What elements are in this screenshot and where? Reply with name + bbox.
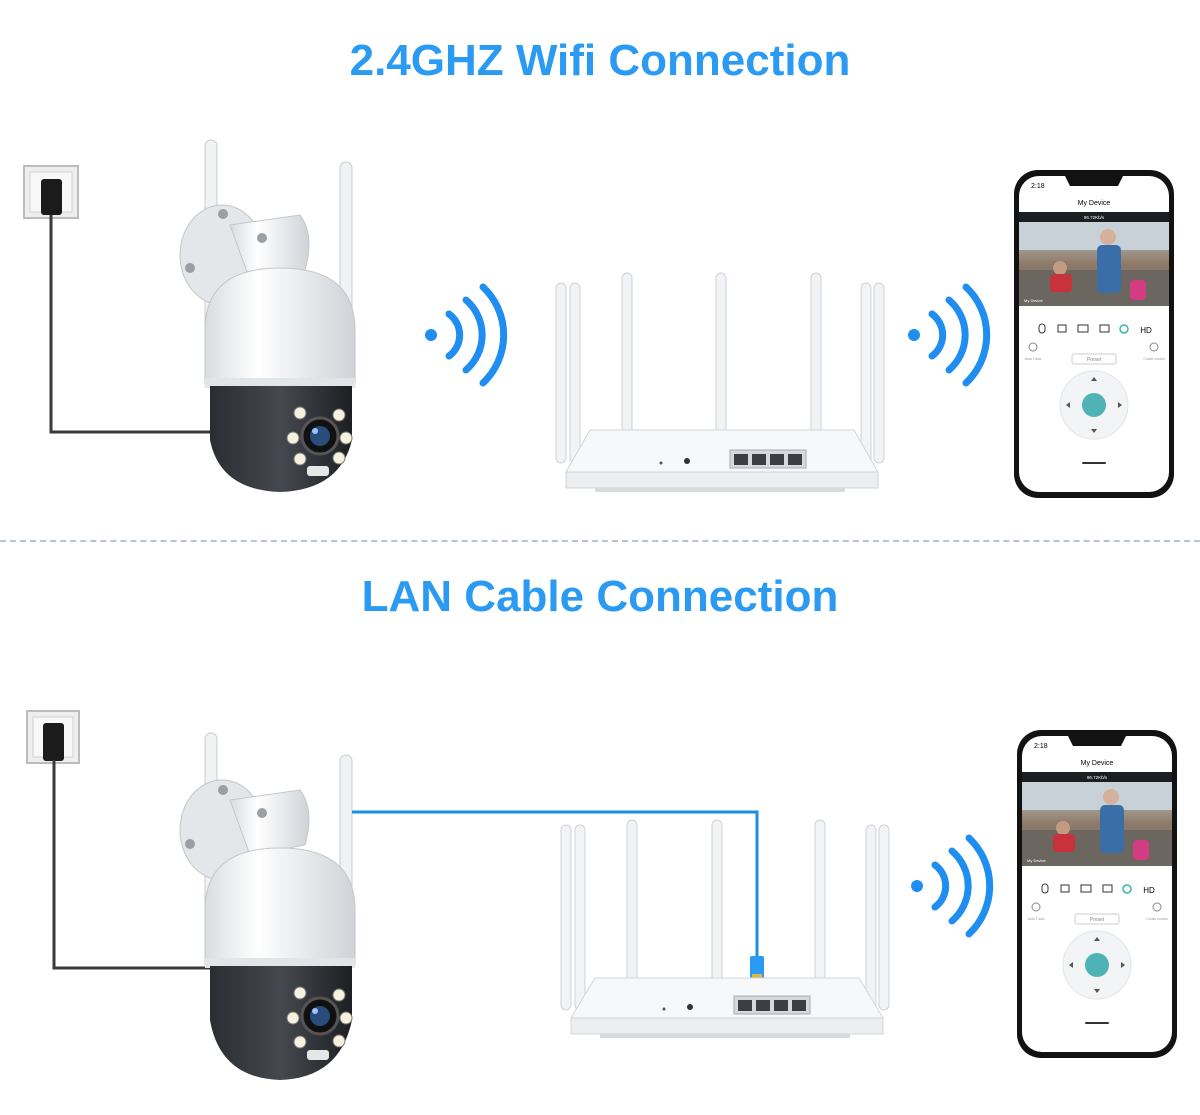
video-overlay-tag: My Device [1024, 298, 1043, 303]
cruise-label: Cruise control [1146, 917, 1168, 921]
video-quality: HD [1140, 326, 1152, 335]
smartphone-icon: 2:18 My Device 96.72Kb/s My Device HD Au… [1017, 730, 1177, 1058]
wifi-connection-diagram: 2:18 My Device 96.72Kb/s My Device HD Au… [23, 139, 1174, 498]
phone-time: 2:18 [1034, 743, 1048, 750]
cruise-label: Cruise control [1143, 357, 1165, 361]
preset-button: Preset [1090, 917, 1105, 923]
power-cable [52, 760, 215, 970]
smartphone-icon: 2:18 My Device 96.72Kb/s My Device HD Au… [1014, 170, 1174, 498]
auto-track-label: Auto Track [1028, 917, 1045, 921]
power-outlet-icon [26, 710, 80, 764]
wifi-signal-icon [425, 283, 508, 387]
preset-button: Preset [1087, 357, 1102, 363]
phone-bitrate: 96.72Kb/s [1087, 775, 1108, 780]
auto-track-label: Auto Track [1025, 357, 1042, 361]
title-wifi-connection: 2.4GHZ Wifi Connection [349, 36, 851, 85]
video-quality: HD [1143, 886, 1155, 895]
section-divider [0, 540, 1200, 542]
router-icon [555, 272, 885, 492]
wifi-signal-icon [908, 283, 991, 387]
phone-bitrate: 96.72Kb/s [1084, 215, 1105, 220]
ptz-camera-icon [179, 139, 356, 492]
power-outlet-icon [23, 165, 79, 219]
wifi-signal-icon [911, 834, 994, 938]
phone-screen-title: My Device [1078, 200, 1111, 207]
power-cable [49, 215, 215, 434]
phone-screen-title: My Device [1081, 760, 1114, 767]
ptz-camera-icon [179, 732, 356, 1080]
router-icon [560, 819, 890, 1038]
video-overlay-tag: My Device [1027, 858, 1046, 863]
title-lan-connection: LAN Cable Connection [361, 572, 839, 621]
phone-time: 2:18 [1031, 183, 1045, 190]
lan-cable [352, 810, 759, 958]
